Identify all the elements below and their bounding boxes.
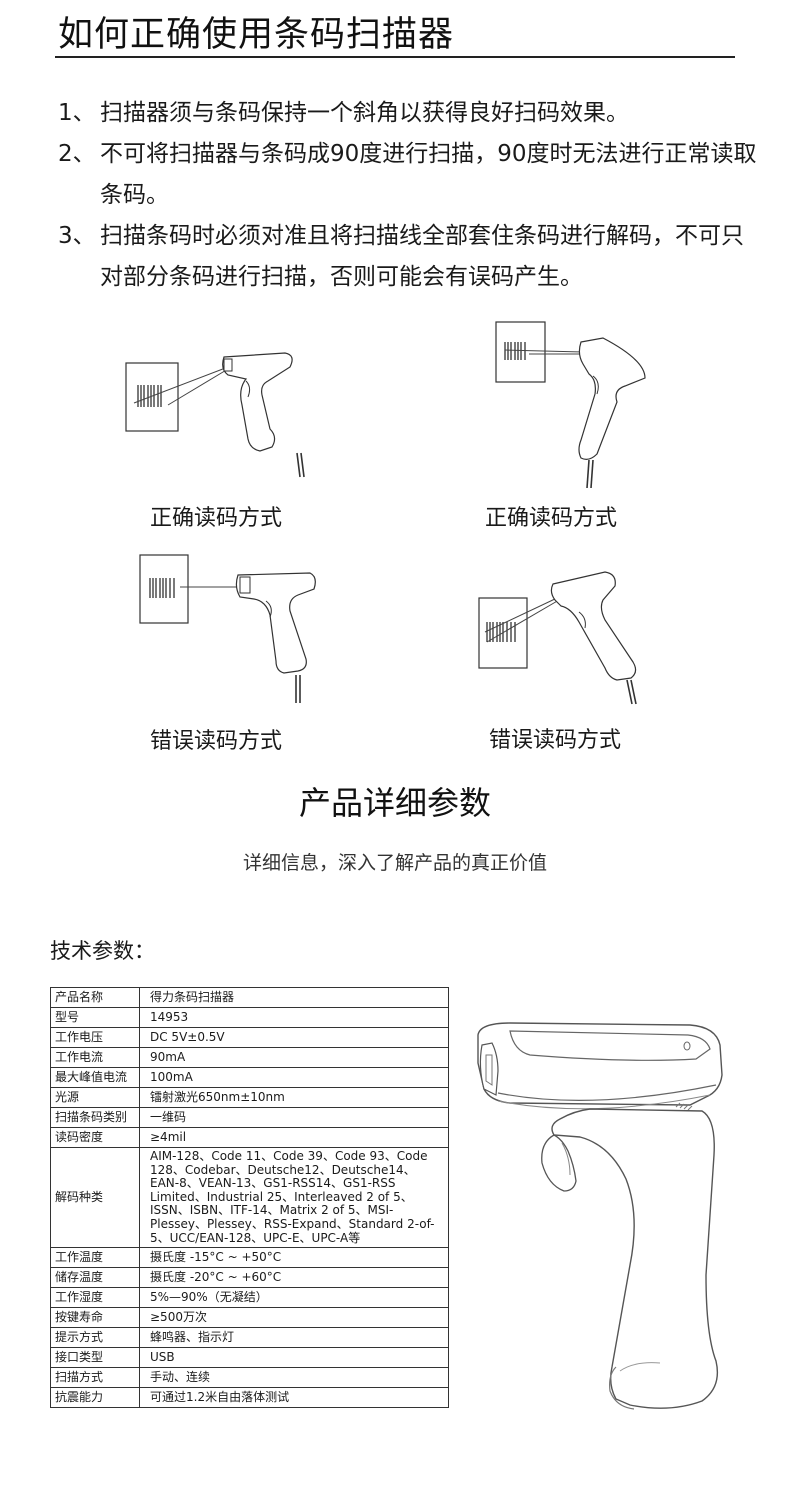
- instruction-text: 不可将扫描器与条码成90度进行扫描，90度时无法进行正常读取条码。: [100, 141, 757, 208]
- spec-key: 工作湿度: [50, 1287, 140, 1309]
- spec-key: 工作电流: [50, 1047, 140, 1068]
- table-row: 扫描条码类别一维码: [50, 1107, 449, 1128]
- spec-key: 抗震能力: [50, 1387, 140, 1409]
- spec-value: USB: [139, 1347, 449, 1369]
- table-row: 工作温度摄氏度 -15°C ~ +50°C: [50, 1247, 449, 1269]
- spec-value: 可通过1.2米自由落体测试: [139, 1387, 449, 1409]
- spec-value: ≥4mil: [139, 1127, 449, 1148]
- diagram-wrong-1: 错误读码方式: [138, 553, 358, 754]
- diagram-correct-2: 正确读码方式: [485, 320, 725, 535]
- diagram-caption: 错误读码方式: [150, 729, 283, 754]
- table-row: 产品名称得力条码扫描器: [50, 987, 449, 1008]
- instruction-item-2: 2、 不可将扫描器与条码成90度进行扫描，90度时无法进行正常读取条码。: [58, 134, 758, 216]
- instruction-item-1: 1、 扫描器须与条码保持一个斜角以获得良好扫码效果。: [58, 93, 758, 134]
- spec-key: 最大峰值电流: [50, 1067, 140, 1088]
- table-row: 光源镭射激光650nm±10nm: [50, 1087, 449, 1108]
- scanner-product-drawing: [470, 1015, 740, 1419]
- diagram-caption: 错误读码方式: [489, 728, 622, 753]
- details-title: 产品详细参数: [298, 784, 491, 822]
- spec-key: 提示方式: [50, 1327, 140, 1349]
- diagram-wrong-2: 错误读码方式: [475, 570, 715, 753]
- title-divider: [55, 56, 735, 58]
- page-title: 如何正确使用条码扫描器: [58, 15, 455, 55]
- spec-value: ≥500万次: [139, 1307, 449, 1329]
- scanner-illustration: [125, 352, 305, 478]
- spec-key: 产品名称: [50, 987, 140, 1008]
- instruction-text: 扫描条码时必须对准且将扫描线全部套住条码进行解码，不可只对部分条码进行扫描，否则…: [100, 223, 744, 290]
- spec-value: 摄氏度 -20°C ~ +60°C: [139, 1267, 449, 1289]
- instruction-text: 扫描器须与条码保持一个斜角以获得良好扫码效果。: [100, 100, 629, 126]
- instruction-number: 3、: [58, 223, 96, 249]
- scanner-illustration: [139, 554, 316, 703]
- table-row: 提示方式蜂鸣器、指示灯: [50, 1327, 449, 1349]
- tech-params-label: 技术参数：: [50, 939, 155, 963]
- spec-value: 手动、连续: [139, 1367, 449, 1389]
- table-row: 储存温度摄氏度 -20°C ~ +60°C: [50, 1267, 449, 1289]
- spec-key: 读码密度: [50, 1127, 140, 1148]
- spec-key: 解码种类: [50, 1146, 140, 1249]
- table-row: 扫描方式手动、连续: [50, 1367, 449, 1389]
- scanner-illustration: [478, 571, 637, 705]
- spec-key: 工作温度: [50, 1247, 140, 1269]
- spec-value: 100mA: [139, 1067, 449, 1088]
- spec-key: 光源: [50, 1087, 140, 1108]
- diagram-caption: 正确读码方式: [150, 506, 283, 531]
- instruction-item-3: 3、 扫描条码时必须对准且将扫描线全部套住条码进行解码，不可只对部分条码进行扫描…: [58, 216, 758, 298]
- spec-value: AIM-128、Code 11、Code 39、Code 93、Code 128…: [139, 1146, 449, 1249]
- details-subtitle: 详细信息，深入了解产品的真正价值: [242, 852, 547, 874]
- spec-value: 摄氏度 -15°C ~ +50°C: [139, 1247, 449, 1269]
- table-row: 读码密度≥4mil: [50, 1127, 449, 1148]
- spec-value: 镭射激光650nm±10nm: [139, 1087, 449, 1108]
- scanner-illustration: [495, 321, 646, 489]
- instruction-number: 2、: [58, 141, 96, 167]
- barcode-scanner-icon: [477, 1022, 723, 1410]
- spec-key: 接口类型: [50, 1347, 140, 1369]
- spec-value: 14953: [139, 1007, 449, 1028]
- instruction-list: 1、 扫描器须与条码保持一个斜角以获得良好扫码效果。 2、 不可将扫描器与条码成…: [58, 93, 758, 298]
- table-row: 按键寿命≥500万次: [50, 1307, 449, 1329]
- spec-value: 90mA: [139, 1047, 449, 1068]
- diagram-correct-1: 正确读码方式: [120, 345, 360, 535]
- spec-key: 工作电压: [50, 1027, 140, 1048]
- spec-key: 扫描条码类别: [50, 1107, 140, 1128]
- spec-key: 扫描方式: [50, 1367, 140, 1389]
- spec-key: 储存温度: [50, 1267, 140, 1289]
- spec-value: 蜂鸣器、指示灯: [139, 1327, 449, 1349]
- spec-value: 5%—90%（无凝结）: [139, 1287, 449, 1309]
- instruction-number: 1、: [58, 100, 96, 126]
- spec-key: 型号: [50, 1007, 140, 1028]
- spec-value: 得力条码扫描器: [139, 987, 449, 1008]
- spec-value: DC 5V±0.5V: [139, 1027, 449, 1048]
- diagram-caption: 正确读码方式: [485, 506, 618, 531]
- table-row: 抗震能力可通过1.2米自由落体测试: [50, 1387, 449, 1409]
- spec-key: 按键寿命: [50, 1307, 140, 1329]
- spec-value: 一维码: [139, 1107, 449, 1128]
